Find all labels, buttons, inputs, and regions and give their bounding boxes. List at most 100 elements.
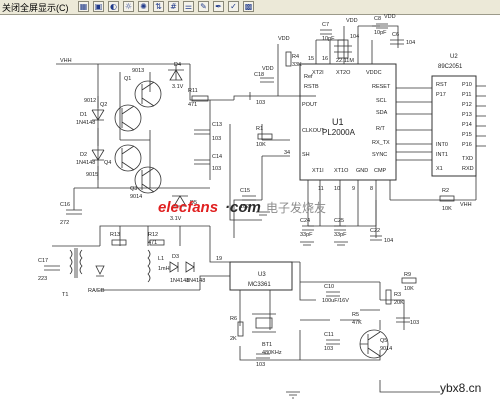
circuit-schematic: VHH VDD VDD 104 VDD VHH VDD U1 PL2000A U… bbox=[38, 14, 486, 399]
label-c9v: 104 bbox=[350, 34, 359, 40]
label-vhh: VHH bbox=[60, 58, 72, 64]
label-u3-part: MC3361 bbox=[248, 282, 271, 288]
label-u2p2: P10 bbox=[462, 82, 472, 88]
label-1n4148c: 1N4148 bbox=[170, 278, 189, 284]
label-pin8: 8 bbox=[370, 186, 373, 192]
label-c13v: 103 bbox=[212, 136, 221, 142]
label-sh: SH bbox=[302, 152, 310, 158]
fullscreen-off-button[interactable]: 关闭全屏显示(C) bbox=[2, 3, 69, 13]
label-r2: R2 bbox=[442, 188, 449, 194]
label-sync: SYNC bbox=[372, 152, 387, 158]
label-vdd-right: VDD bbox=[384, 14, 396, 20]
label-c17: C17 bbox=[38, 258, 48, 264]
check-icon[interactable]: ✓ bbox=[228, 1, 239, 12]
crystal-x2 bbox=[334, 39, 352, 59]
label-q2: Q2 bbox=[100, 102, 107, 108]
label-pin11: 11 bbox=[318, 186, 324, 192]
label-xt2: XT2I bbox=[312, 70, 324, 76]
label-gnd: GND bbox=[356, 168, 368, 174]
label-r5v: 47K bbox=[352, 320, 362, 326]
label-c24: C24 bbox=[300, 218, 310, 224]
label-u2p13: RXD bbox=[462, 166, 474, 172]
label-c13: C13 bbox=[212, 122, 222, 128]
label-c14v: 103 bbox=[212, 166, 221, 172]
label-l1: L1 bbox=[158, 256, 164, 262]
label-pin15: 15 bbox=[308, 56, 314, 62]
label-vdd-mid: VDD bbox=[262, 66, 274, 72]
label-n9015: 9015 bbox=[86, 172, 98, 178]
diode-d3 bbox=[169, 261, 195, 273]
color-icon[interactable]: ▩ bbox=[243, 1, 254, 12]
watermark-com: com bbox=[230, 199, 261, 216]
ic-u2 bbox=[431, 75, 477, 177]
label-q4: Q4 bbox=[104, 160, 111, 166]
label-r11: R11 bbox=[188, 88, 198, 94]
label-r12: R12 bbox=[148, 232, 158, 238]
label-u2p9: P17 bbox=[436, 92, 446, 98]
pen-icon[interactable]: ✒ bbox=[213, 1, 224, 12]
label-vhh-right: VHH bbox=[460, 202, 472, 208]
label-r9: R9 bbox=[404, 272, 411, 278]
label-c15v: 102 bbox=[240, 204, 249, 210]
adjust-icon[interactable]: ⚌ bbox=[183, 1, 194, 12]
flip-icon[interactable]: ⇅ bbox=[153, 1, 164, 12]
label-c8v: 10pF bbox=[374, 30, 387, 36]
transformer-t1 bbox=[69, 248, 83, 278]
ground-symbols bbox=[256, 211, 348, 399]
label-u2p11: INT1 bbox=[436, 152, 448, 158]
label-l1v: 1mH bbox=[158, 266, 170, 272]
label-c24v: 33pF bbox=[300, 232, 313, 238]
label-c16v: 272 bbox=[60, 220, 69, 226]
label-r6: R6 bbox=[230, 316, 237, 322]
label-pin10: 10 bbox=[334, 186, 340, 192]
label-d5v: 3.1V bbox=[170, 216, 182, 222]
label-pin16: 16 bbox=[322, 56, 328, 62]
label-u2p3: P11 bbox=[462, 92, 471, 98]
crystal-bt1 bbox=[252, 313, 276, 333]
label-scl: SCL bbox=[376, 98, 387, 104]
label-pin34: 34 bbox=[284, 150, 290, 156]
grid-icon[interactable]: # bbox=[168, 1, 179, 12]
label-q1: Q1 bbox=[124, 76, 131, 82]
label-t1: T1 bbox=[62, 292, 68, 298]
label-q5: Q5 bbox=[380, 338, 387, 344]
watermark-elecfans: elecfans bbox=[158, 199, 218, 216]
label-u1-part: PL2000A bbox=[322, 128, 356, 137]
label-pin9: 9 bbox=[352, 186, 355, 192]
label-1n4148b: 1N4148 bbox=[76, 160, 95, 166]
label-r2v: 10K bbox=[442, 206, 452, 212]
label-u3: U3 bbox=[258, 272, 266, 278]
capacitors bbox=[44, 23, 410, 359]
contrast-icon[interactable]: ◐ bbox=[108, 1, 119, 12]
label-c7v: 10pF bbox=[322, 36, 335, 42]
label-d1: D1 bbox=[80, 112, 87, 118]
label-n9014: 9014 bbox=[130, 194, 142, 200]
image-icon[interactable]: ▦ bbox=[78, 1, 89, 12]
brush-icon[interactable]: ✎ bbox=[198, 1, 209, 12]
label-pout: POUT bbox=[302, 102, 318, 108]
zoom-icon[interactable]: ▣ bbox=[93, 1, 104, 12]
label-c18: C18 bbox=[254, 72, 264, 78]
watermark-dot: · bbox=[225, 199, 230, 216]
label-d3: D3 bbox=[172, 254, 179, 260]
label-x2v: 22.11M bbox=[336, 58, 354, 64]
label-pin19: 19 bbox=[216, 256, 222, 262]
label-r3v: 20K bbox=[394, 300, 404, 306]
diode-d2 bbox=[91, 149, 105, 161]
transistor-q4 bbox=[114, 144, 142, 172]
label-sda: SDA bbox=[376, 110, 388, 116]
sun-icon[interactable]: ☼ bbox=[123, 1, 134, 12]
watermark-cn: 电子发烧友 bbox=[266, 200, 326, 215]
label-q3: Q3 bbox=[130, 186, 137, 192]
brightness-icon[interactable]: ✺ bbox=[138, 1, 149, 12]
label-xt2o: XT2O bbox=[336, 70, 351, 76]
label-u2p8: P16 bbox=[462, 142, 472, 148]
label-d4: D4 bbox=[174, 62, 181, 68]
label-d2: D2 bbox=[80, 152, 87, 158]
label-r1v: 10K bbox=[256, 142, 266, 148]
label-ref: Ref bbox=[304, 74, 313, 80]
label-u2p4: P12 bbox=[462, 102, 472, 108]
label-c14: C14 bbox=[212, 154, 222, 160]
label-r5: R5 bbox=[352, 312, 359, 318]
label-rt: R/T bbox=[376, 126, 386, 132]
